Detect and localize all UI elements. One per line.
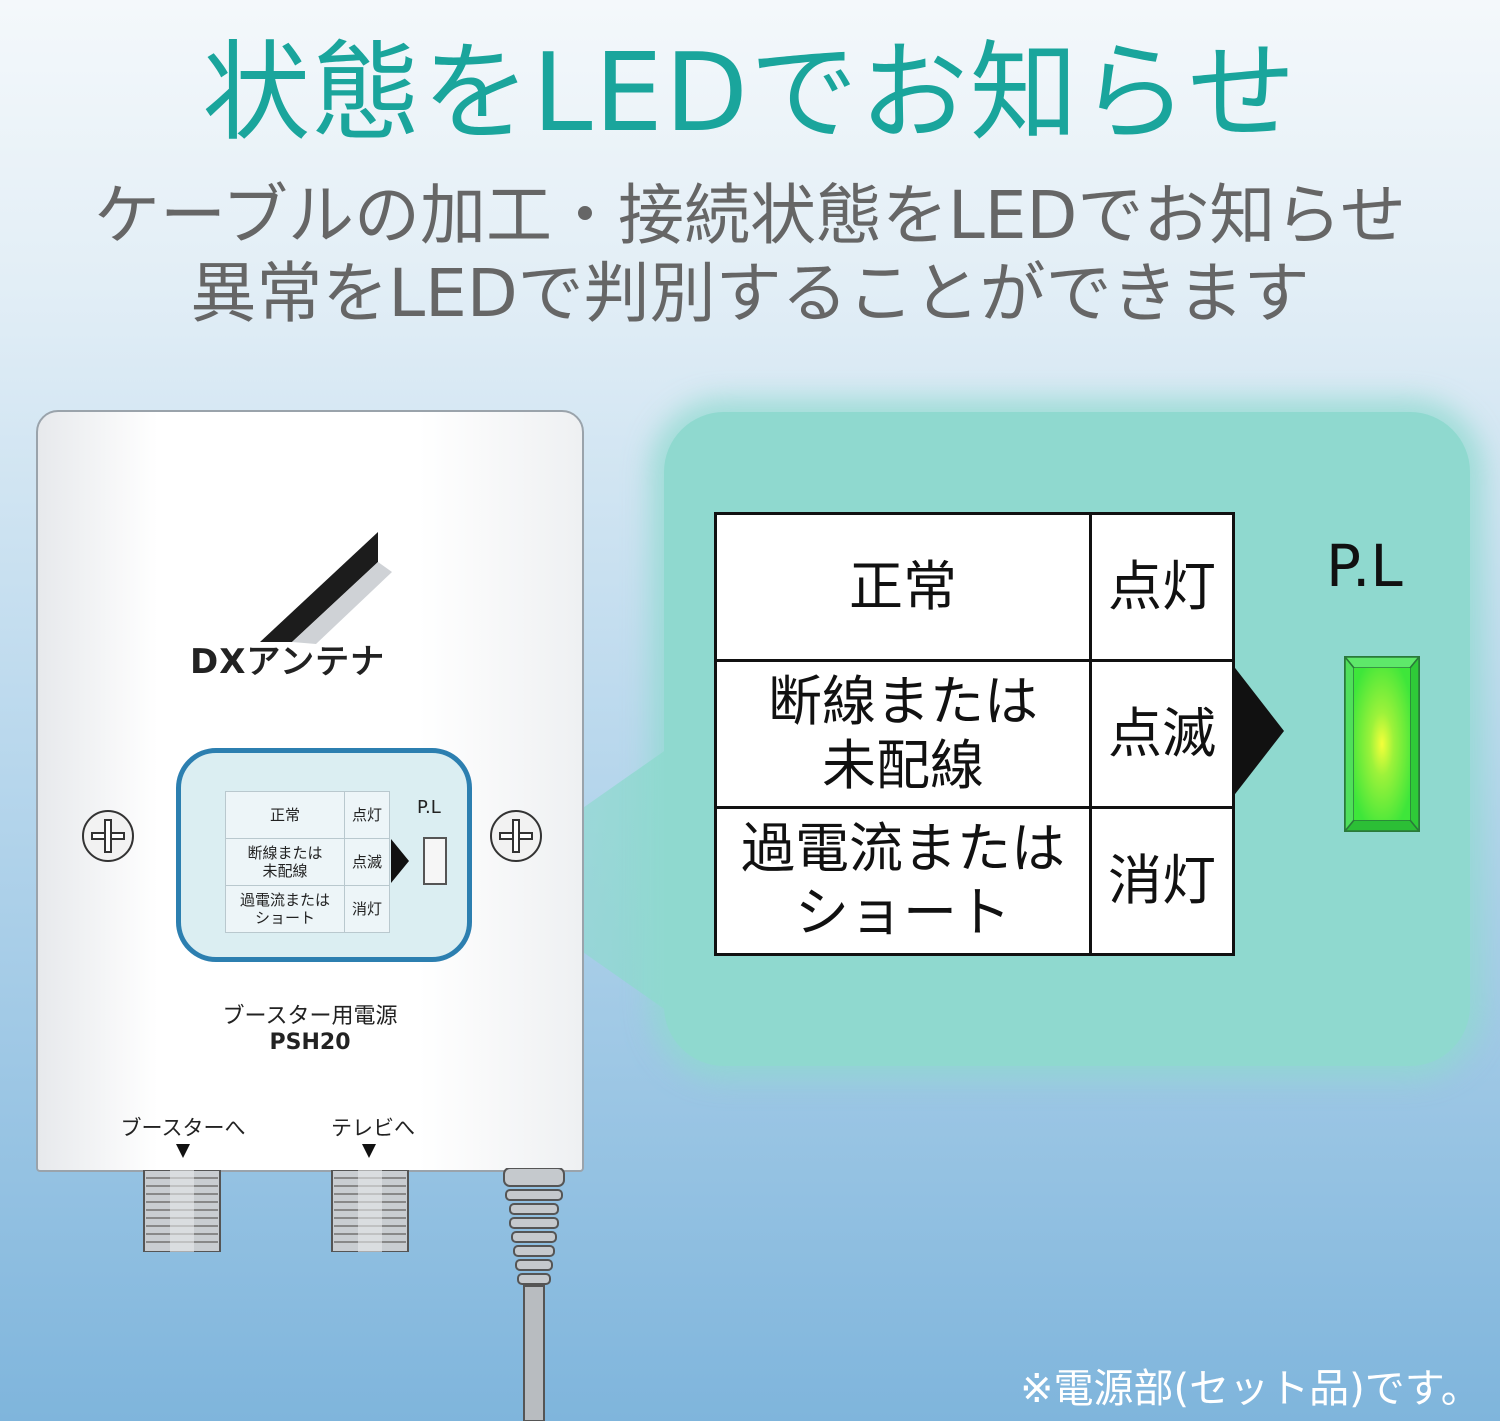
- state-cell: 正常: [225, 791, 345, 839]
- table-row: 正常 点灯: [714, 512, 1235, 662]
- table-row: 過電流またはショート 消灯: [714, 806, 1235, 956]
- footnote: ※電源部(セット品)です。: [1020, 1366, 1481, 1412]
- state-line-2: 未配線: [822, 734, 984, 797]
- led-icon: [1344, 656, 1420, 832]
- state-line-1: 過電流または: [239, 891, 330, 909]
- led-cell: 点灯: [1089, 512, 1235, 662]
- state-cell: 正常: [714, 512, 1092, 662]
- power-supply-device: DXアンテナ 正常 点灯 断線または未配線 点滅 過電流またはショート 消灯: [36, 410, 584, 1172]
- mini-status-panel: 正常 点灯 断線または未配線 点滅 過電流またはショート 消灯 P.L: [176, 748, 472, 962]
- triangle-down-icon: [176, 1144, 190, 1158]
- arrow-right-icon: [1232, 664, 1284, 798]
- product-name: ブースター用電源: [222, 1004, 398, 1029]
- state-cell: 過電流またはショート: [714, 806, 1092, 956]
- port-label-tv: テレビへ: [331, 1116, 415, 1140]
- screw-icon: [82, 810, 134, 862]
- state-line-2: 未配線: [262, 862, 308, 880]
- arrow-right-icon: [391, 839, 409, 883]
- subtitle-line-2: 異常をLEDで判別することができます: [190, 255, 1310, 332]
- status-table: 正常 点灯 断線または未配線 点滅 過電流またはショート 消灯: [714, 512, 1235, 956]
- brand-logo-icon: [260, 532, 392, 644]
- table-row: 断線または未配線 点滅: [225, 838, 390, 886]
- power-cable: [503, 1168, 565, 1421]
- led-cell: 点灯: [344, 791, 390, 839]
- state-line-1: 断線または: [768, 670, 1038, 733]
- f-connector-tv: [331, 1170, 409, 1252]
- mini-pl-label: P.L: [417, 797, 441, 818]
- product-model: PSH20: [269, 1030, 351, 1055]
- status-callout-panel: 正常 点灯 断線または未配線 点滅 過電流またはショート 消灯 P.L: [664, 412, 1470, 1066]
- table-row: 正常 点灯: [225, 791, 390, 839]
- led-cell: 点滅: [344, 838, 390, 886]
- led-label: P.L: [1326, 532, 1403, 600]
- state-line-1: 断線または: [247, 844, 323, 862]
- state-cell: 断線または未配線: [714, 659, 1092, 809]
- state-cell: 断線または未配線: [225, 838, 345, 886]
- subtitle-line-1: ケーブルの加工・接続状態をLEDでお知らせ: [93, 177, 1406, 254]
- mini-status-table: 正常 点灯 断線または未配線 点滅 過電流またはショート 消灯: [225, 791, 390, 933]
- state-line-1: 過電流または: [741, 817, 1065, 880]
- led-cell: 消灯: [344, 885, 390, 933]
- state-line-2: ショート: [795, 881, 1011, 944]
- f-connector-booster: [143, 1170, 221, 1252]
- state-line-2: ショート: [254, 909, 315, 927]
- brand-logo-text: DXアンテナ: [190, 642, 386, 682]
- led-cell: 消灯: [1089, 806, 1235, 956]
- state-cell: 過電流またはショート: [225, 885, 345, 933]
- screw-icon: [490, 810, 542, 862]
- triangle-down-icon: [362, 1144, 376, 1158]
- port-label-booster: ブースターへ: [120, 1116, 246, 1140]
- headline: 状態をLEDでお知らせ: [202, 31, 1298, 156]
- mini-led-icon: [423, 837, 447, 885]
- table-row: 過電流またはショート 消灯: [225, 885, 390, 933]
- table-row: 断線または未配線 点滅: [714, 659, 1235, 809]
- led-cell: 点滅: [1089, 659, 1235, 809]
